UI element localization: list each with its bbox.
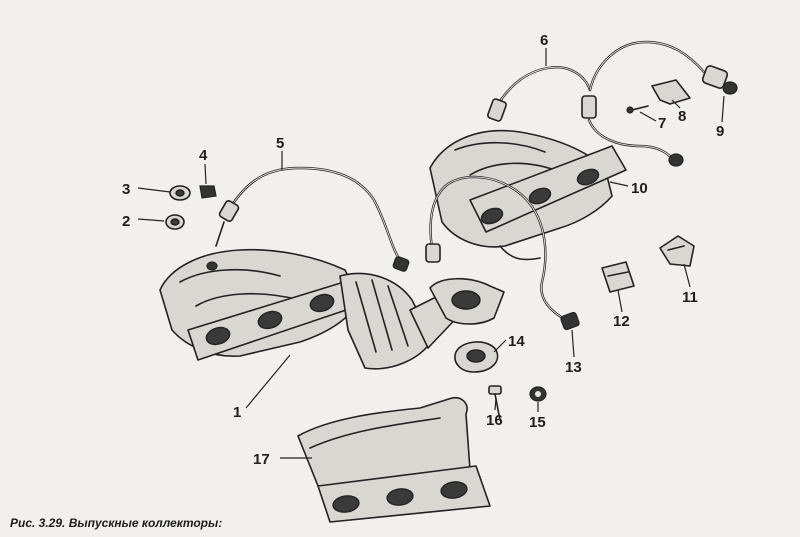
heat-shield (297, 396, 491, 523)
rear-exhaust-manifold (429, 129, 627, 261)
callout-8: 8 (678, 108, 686, 125)
oxygen-sensor-13 (425, 175, 580, 331)
callout-2: 2 (122, 213, 130, 230)
callout-3: 3 (122, 181, 130, 198)
gasket-14 (454, 341, 499, 373)
callout-11: 11 (682, 289, 698, 306)
callout-7: 7 (658, 115, 666, 132)
clip-12 (601, 261, 635, 293)
nut-4 (199, 185, 217, 199)
callout-13: 13 (565, 359, 582, 376)
oxygen-sensor-6 (487, 40, 738, 122)
figure-caption: Рис. 3.29. Выпускные коллекторы: (10, 516, 223, 530)
front-exhaust-manifold (159, 248, 505, 370)
callout-17: 17 (253, 451, 270, 468)
oxygen-sensor-wire-9 (587, 118, 684, 167)
bracket-8 (651, 79, 691, 105)
callouts: 1 2 3 4 5 6 7 8 9 10 11 12 13 14 15 16 1… (122, 32, 724, 468)
callout-5: 5 (276, 135, 284, 152)
callout-15: 15 (529, 414, 546, 431)
callout-10: 10 (631, 180, 648, 197)
callout-16: 16 (486, 412, 503, 429)
gasket-2 (165, 214, 185, 230)
callout-6: 6 (540, 32, 548, 49)
washer-3 (169, 185, 191, 201)
screw-7 (626, 105, 649, 114)
clip-11 (659, 235, 695, 267)
callout-1: 1 (233, 404, 241, 421)
leader-lines (137, 48, 725, 459)
callout-14: 14 (508, 333, 525, 350)
callout-12: 12 (613, 313, 630, 330)
oxygen-sensor-5 (215, 166, 410, 272)
callout-9: 9 (716, 123, 724, 140)
callout-4: 4 (199, 147, 208, 164)
nut-15 (529, 386, 547, 402)
